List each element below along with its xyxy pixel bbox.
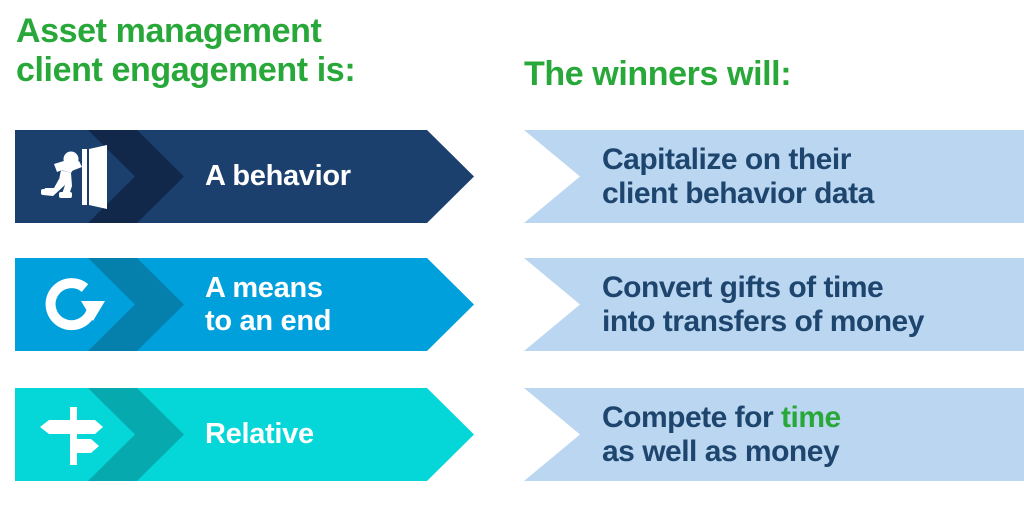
banner-line-1: Compete for time xyxy=(602,401,1020,435)
arrow-row-relative: Relative xyxy=(15,388,474,481)
banner-row-compete: Compete for time as well as money xyxy=(524,388,1024,481)
banner-line-2: client behavior data xyxy=(602,176,874,210)
banner-line-1-prefix: Compete for xyxy=(602,400,782,434)
arrow-shape-behavior xyxy=(15,130,474,223)
banner-shape-compete xyxy=(524,388,1024,481)
banner-shape-capitalize xyxy=(524,130,1024,223)
banner-row-capitalize: Capitalize on their client behavior data xyxy=(524,130,1024,223)
page-title-left: Asset management client engagement is: xyxy=(16,12,356,89)
signpost-icon xyxy=(37,401,113,469)
arrow-label-means-to-an-end: A means to an end xyxy=(205,272,332,337)
banner-text-convert: Convert gifts of time into transfers of … xyxy=(602,258,1020,351)
circular-arrow-icon xyxy=(37,271,113,339)
banner-row-convert: Convert gifts of time into transfers of … xyxy=(524,258,1024,351)
banner-shape-convert xyxy=(524,258,1024,351)
arrow-shape-relative xyxy=(15,388,474,481)
banner-line-1-accent: time xyxy=(781,400,841,434)
banner-line-1: Capitalize on their xyxy=(602,142,851,176)
arrow-row-means-to-an-end: A means to an end xyxy=(15,258,474,351)
arrow-label-behavior: A behavior xyxy=(205,160,351,193)
banner-text-compete: Compete for time as well as money xyxy=(602,388,1020,481)
banner-text-capitalize: Capitalize on their client behavior data xyxy=(602,130,1020,223)
banner-line-1: Convert gifts of time xyxy=(602,270,884,304)
arrow-label-relative: Relative xyxy=(205,418,314,451)
running-person-exit-icon xyxy=(37,143,113,211)
banner-line-2: as well as money xyxy=(602,434,840,468)
banner-line-2: into transfers of money xyxy=(602,304,924,338)
arrow-row-behavior: A behavior xyxy=(15,130,474,223)
page-title-right: The winners will: xyxy=(524,55,792,93)
arrow-shape-means-to-an-end xyxy=(15,258,474,351)
